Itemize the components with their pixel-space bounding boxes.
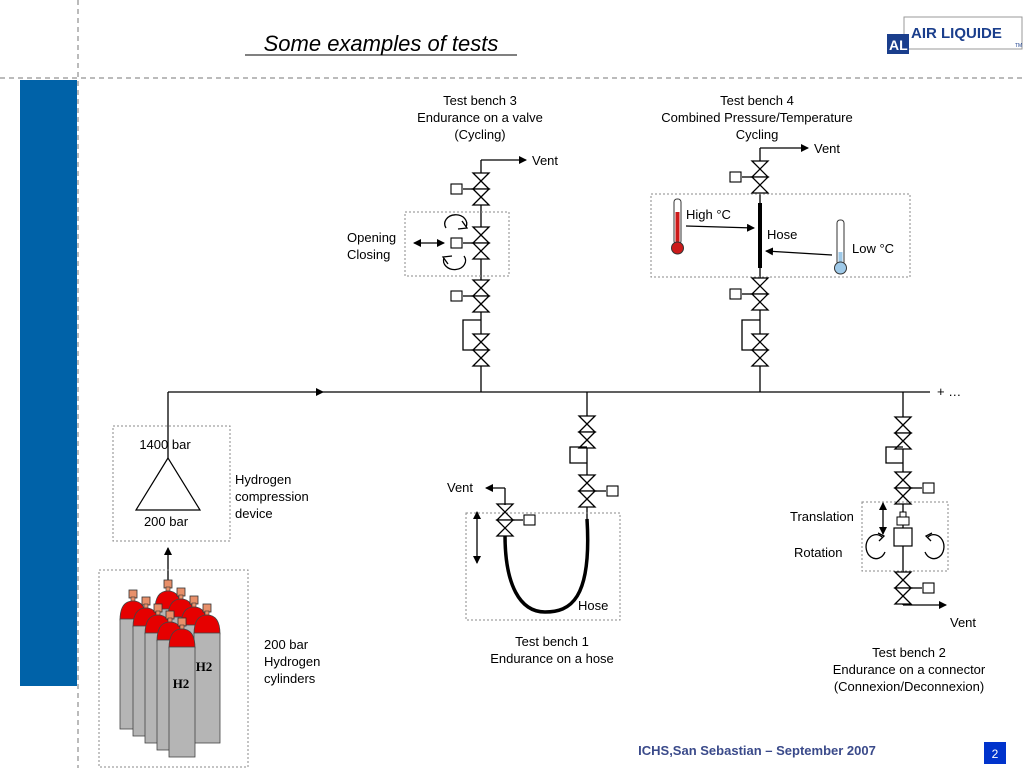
- bench1-subtitle: Endurance on a hose: [490, 651, 614, 666]
- bench2-translation-label: Translation: [790, 509, 854, 524]
- cylinders-label-line2: Hydrogen: [264, 654, 320, 669]
- compressor-in-pressure: 200 bar: [144, 514, 189, 529]
- bench4-title: Test bench 4: [720, 93, 794, 108]
- bench2-valve-mid-icon: [894, 471, 912, 505]
- bench2-subtitle: Endurance on a connector: [833, 662, 986, 677]
- bench3-title: Test bench 3: [443, 93, 517, 108]
- compressor-out-pressure: 1400 bar: [139, 437, 191, 452]
- thermometer-cold-icon: [834, 219, 847, 275]
- test-bench-1: Vent Hose Test bench 1 Endurance on a ho…: [447, 392, 621, 666]
- svg-text:AL: AL: [889, 37, 908, 53]
- bench2-note: (Connexion/Deconnexion): [834, 679, 984, 694]
- bench2-check-valve-bypass: [885, 446, 903, 464]
- compressor-label-line2: compression: [235, 489, 309, 504]
- bench4-valve-top-icon: [751, 160, 769, 194]
- bench2-valve-lower-icon: [894, 571, 912, 605]
- bench2-connector-icon: [893, 527, 913, 547]
- svg-text:TM: TM: [1015, 43, 1022, 49]
- cylinders-label-line3: cylinders: [264, 671, 316, 686]
- bench2-vent-label: Vent: [950, 615, 976, 630]
- bench3-valve-top-icon: [472, 172, 490, 206]
- cylinders-label-line1: 200 bar: [264, 637, 309, 652]
- bench1-valve-upper-icon: [578, 415, 596, 449]
- bench3-opening-label: Opening: [347, 230, 396, 245]
- svg-text:AIR LIQUIDE: AIR LIQUIDE: [911, 25, 1002, 42]
- bench1-valve-lower-icon: [578, 474, 596, 508]
- bench3-check-valve-bypass: [462, 319, 481, 351]
- bench1-title: Test bench 1: [515, 634, 589, 649]
- bench2-rotation-label: Rotation: [794, 545, 842, 560]
- bench1-vent-label: Vent: [447, 480, 473, 495]
- bench3-subtitle: Endurance on a valve: [417, 110, 543, 125]
- bench4-check-valve-bypass: [741, 319, 760, 351]
- bench1-hose-label: Hose: [578, 598, 608, 613]
- thermometer-hot-icon: [671, 198, 684, 255]
- flow-arrow-icon: [316, 388, 324, 396]
- compressor-label-line1: Hydrogen: [235, 472, 291, 487]
- bench4-hose-label: Hose: [767, 227, 797, 242]
- test-bench-3: Test bench 3 Endurance on a valve (Cycli…: [347, 93, 558, 392]
- bench3-valve-mid-icon: [472, 279, 490, 313]
- cylinder-label-h2-back: H2: [196, 659, 213, 674]
- page-number-box: [984, 742, 1006, 764]
- bench4-valve-mid-icon: [751, 277, 769, 311]
- page-title: Some examples of tests: [264, 31, 499, 56]
- footer-event: ICHS,San Sebastian – September 2007: [638, 743, 876, 758]
- bench4-vent-label: Vent: [814, 141, 840, 156]
- air-liquide-logo: AL AIR LIQUIDE TM: [887, 16, 1023, 54]
- compressor-triangle-icon: [134, 456, 202, 511]
- page-number: 2: [992, 747, 999, 761]
- bench2-rotation-left-icon: [865, 534, 886, 560]
- bench4-subtitle: Combined Pressure/Temperature: [661, 110, 852, 125]
- bench4-high-temp-label: High °C: [686, 207, 731, 222]
- bench3-valve-bottom-icon: [472, 333, 490, 367]
- compressor-label-line3: device: [235, 506, 273, 521]
- bench3-valve-under-test-icon: [472, 226, 490, 260]
- main-pipe-continuation: + …: [937, 384, 961, 399]
- hydrogen-cylinders: H2 H2 200 bar Hydrogen cylinders: [98, 569, 320, 768]
- bench2-title: Test bench 2: [872, 645, 946, 660]
- bench4-note: Cycling: [736, 127, 779, 142]
- test-bench-2: Translation Rotation Vent Test bench 2 E…: [790, 392, 986, 694]
- bench1-valve-test-icon: [496, 503, 514, 537]
- test-bench-4: Test bench 4 Combined Pressure/Temperatu…: [650, 93, 911, 392]
- bench2-valve-upper-icon: [894, 416, 912, 450]
- compressor-unit: 1400 bar 200 bar Hydrogen compression de…: [112, 392, 309, 590]
- bench3-note: (Cycling): [454, 127, 505, 142]
- bench3-vent-label: Vent: [532, 153, 558, 168]
- bench4-valve-bottom-icon: [751, 333, 769, 367]
- sidebar-band: [20, 80, 77, 686]
- bench4-low-temp-label: Low °C: [852, 241, 894, 256]
- bench2-rotation-right-icon: [924, 534, 945, 560]
- cylinder-label-h2-front: H2: [173, 676, 190, 691]
- bench1-check-valve-bypass: [569, 446, 587, 464]
- bench1-hose: [503, 518, 590, 614]
- bench3-closing-label: Closing: [347, 247, 390, 262]
